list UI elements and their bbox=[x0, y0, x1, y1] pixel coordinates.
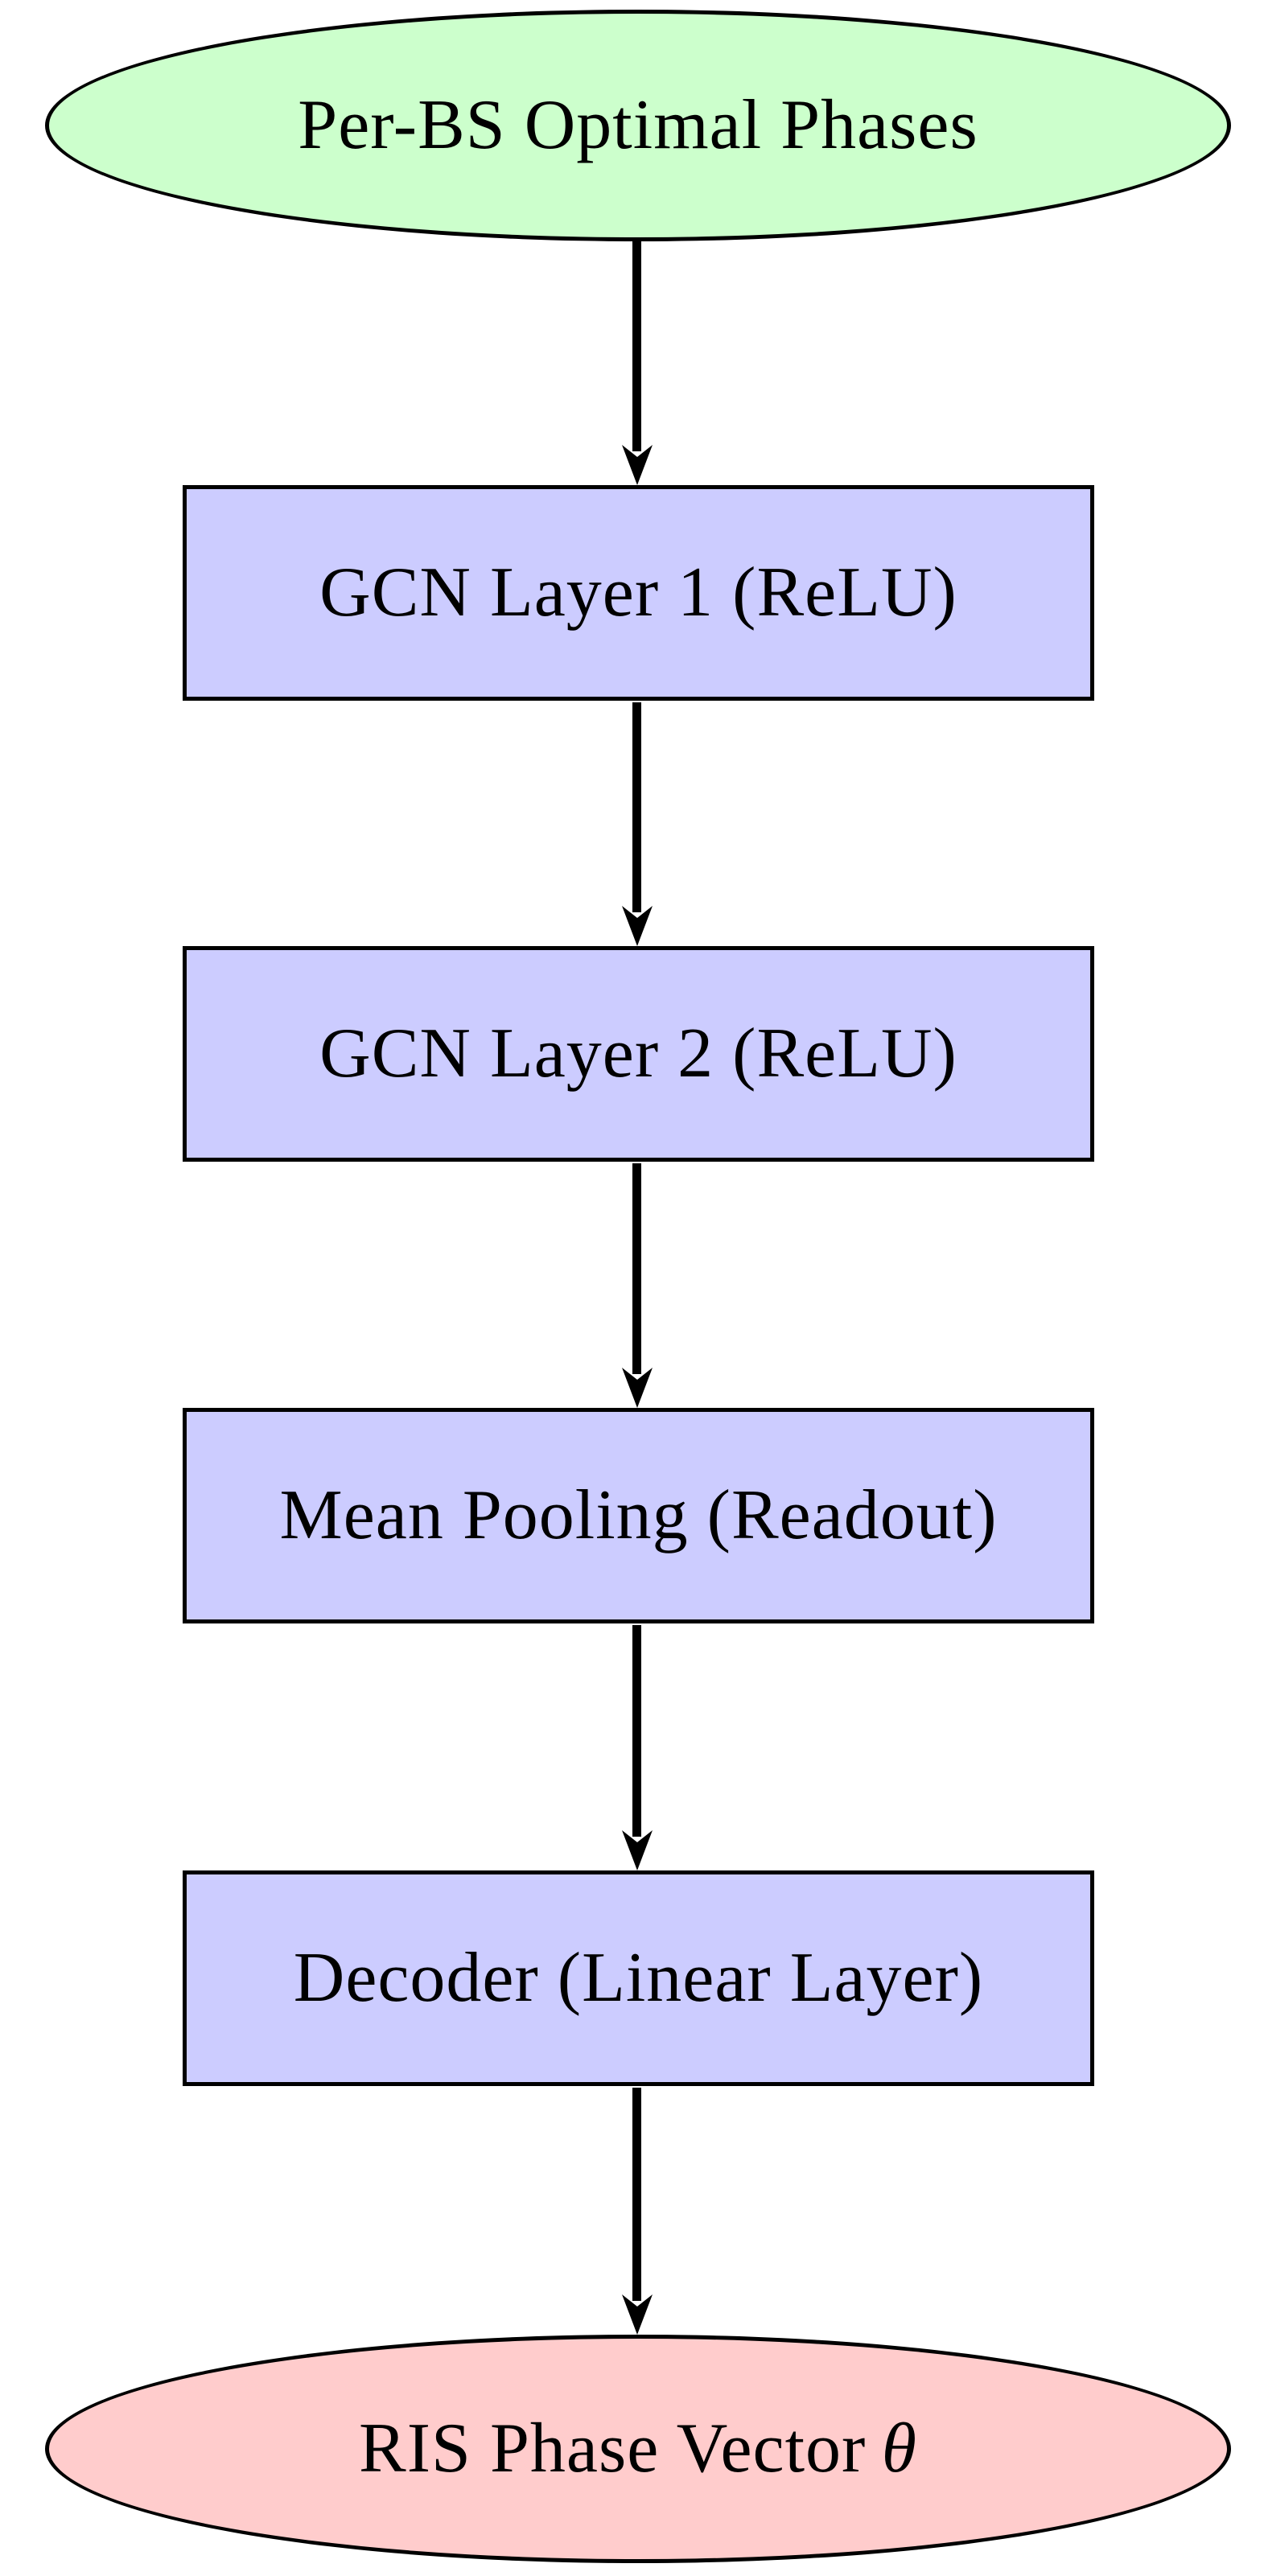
arrow-start-to-gcn1 bbox=[622, 241, 653, 485]
theta-symbol: θ bbox=[881, 2409, 917, 2488]
end-node-label-text: RIS Phase Vector bbox=[359, 2409, 867, 2488]
node-gcn-layer-1: GCN Layer 1 (ReLU) bbox=[183, 485, 1094, 701]
node-decoder: Decoder (Linear Layer) bbox=[183, 1870, 1094, 2086]
node-gcn-layer-2: GCN Layer 2 (ReLU) bbox=[183, 946, 1094, 1162]
arrow-gcn2-to-pooling bbox=[622, 1163, 653, 1408]
arrow-gcn1-to-gcn2 bbox=[622, 702, 653, 946]
gcn-layer-1-label: GCN Layer 1 (ReLU) bbox=[319, 553, 957, 632]
arrow-decoder-to-end bbox=[622, 2088, 653, 2335]
start-node-per-bs-optimal-phases: Per-BS Optimal Phases bbox=[45, 10, 1231, 241]
gcn-layer-2-label: GCN Layer 2 (ReLU) bbox=[319, 1014, 957, 1093]
start-node-label: Per-BS Optimal Phases bbox=[298, 86, 978, 164]
decoder-label: Decoder (Linear Layer) bbox=[293, 1939, 984, 2017]
arrow-pooling-to-decoder bbox=[622, 1625, 653, 1870]
node-mean-pooling: Mean Pooling (Readout) bbox=[183, 1408, 1094, 1623]
mean-pooling-label: Mean Pooling (Readout) bbox=[279, 1476, 998, 1554]
